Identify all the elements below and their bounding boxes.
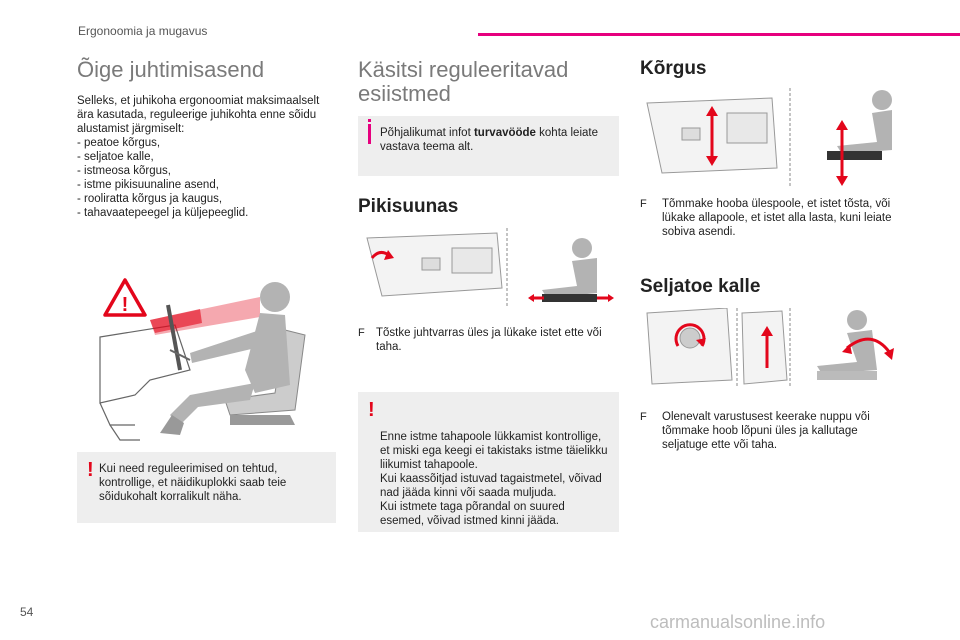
step-marker-icon: F (640, 198, 647, 210)
longitudinal-adjust-illustration (366, 228, 614, 308)
header-accent-bar (478, 33, 960, 36)
longitudinal-heading-wrap: Pikisuunas (358, 196, 458, 218)
backrest-step: F Olenevalt varustusest keerake nuppu võ… (640, 410, 902, 451)
info-mark-icon (368, 119, 371, 144)
page-number: 54 (20, 605, 34, 619)
visibility-warning-text: Kui need reguleerimised on tehtud, kontr… (99, 463, 287, 503)
longitudinal-step: F Tõstke juhtvarras üles ja lükake istet… (358, 326, 620, 353)
seat-movement-warning-box: ! Enne istme tahapoole lükkamist kontrol… (358, 392, 619, 532)
list-item: - rooliratta kõrgus ja kaugus, (77, 193, 223, 205)
intro-paragraph: Selleks, et juhikoha ergonoomiat maksima… (77, 95, 320, 135)
page-title: Õige juhtimisasend (77, 57, 265, 82)
visibility-warning-box: ! Kui need reguleerimised on tehtud, kon… (77, 452, 336, 523)
info-text-bold: turvavööde (473, 127, 536, 139)
intro-text: Selleks, et juhikoha ergonoomiat maksima… (77, 94, 339, 220)
info-text-before: Põhjalikumat infot (380, 127, 474, 139)
step-marker-icon: F (358, 327, 365, 339)
height-heading-wrap: Kõrgus (640, 58, 707, 80)
seatbelt-info-box: Põhjalikumat infot turvavööde kohta leia… (358, 116, 619, 176)
manual-seats-title: Käsitsi reguleeritavad esiistmed (358, 57, 569, 106)
adjustment-list: - peatoe kõrgus, - seljatoe kalle, - ist… (77, 136, 339, 220)
list-item: - tahavaatepeegel ja küljepeeglid. (77, 207, 249, 219)
warning-mark-icon: ! (368, 399, 375, 421)
height-heading: Kõrgus (640, 58, 707, 79)
backrest-heading-wrap: Seljatoe kalle (640, 276, 760, 298)
step-marker-icon: F (640, 411, 647, 423)
height-adjust-illustration (646, 88, 892, 186)
height-step: F Tõmmake hooba ülespoole, et istet tõst… (640, 197, 902, 238)
backrest-heading: Seljatoe kalle (640, 276, 761, 297)
longitudinal-heading: Pikisuunas (358, 196, 459, 217)
warning-mark-icon: ! (87, 459, 94, 481)
longitudinal-step-text: Tõstke juhtvarras üles ja lükake istet e… (376, 327, 602, 353)
section-header: Ergonoomia ja mugavus (78, 24, 208, 38)
warning-triangle-icon: ! (103, 278, 147, 317)
height-step-text: Tõmmake hooba ülespoole, et istet tõsta,… (662, 198, 892, 238)
watermark: carmanualsonline.info (650, 612, 826, 632)
triangle-mark: ! (122, 294, 129, 316)
list-item: - istmeosa kõrgus, (77, 165, 171, 177)
left-column: Õige juhtimisasend (77, 58, 337, 82)
list-item: - seljatoe kalle, (77, 151, 154, 163)
info-text-after: kohta leiate vastava teema alt. (380, 127, 598, 153)
driving-position-illustration: ! (99, 278, 306, 441)
backrest-adjust-illustration (646, 308, 894, 388)
backrest-step-text: Olenevalt varustusest keerake nuppu või … (662, 411, 870, 451)
middle-title-wrap: Käsitsi reguleeritavad esiistmed (358, 58, 618, 106)
list-item: - istme pikisuunaline asend, (77, 179, 219, 191)
list-item: - peatoe kõrgus, (77, 137, 161, 149)
seat-movement-warning-text: Enne istme tahapoole lükkamist kontrolli… (380, 431, 608, 527)
